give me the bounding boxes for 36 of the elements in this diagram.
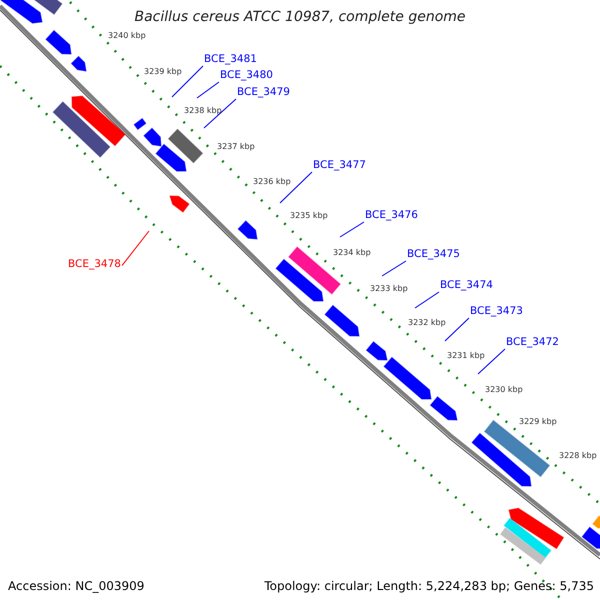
gene-label: BCE_3475 (407, 249, 460, 260)
scale-label: 3239 kbp (144, 68, 182, 76)
scale-label: 3236 kbp (253, 178, 291, 186)
leader-line (122, 230, 150, 266)
scale-label: 3238 kbp (184, 107, 222, 115)
leader-line (478, 348, 506, 374)
gene-label: BCE_3480 (220, 70, 273, 80)
scale-label: 3240 kbp (108, 32, 146, 40)
scale-label: 3233 kbp (370, 285, 408, 293)
gene-label: BCE_3473 (470, 306, 523, 316)
scale-label: 3228 kbp (559, 452, 597, 460)
gene-label: BCE_3476 (365, 210, 418, 220)
leader-line (444, 318, 470, 342)
scale-label: 3230 kbp (485, 386, 523, 394)
gene-label: BCE_3472 (506, 337, 559, 348)
scale-label: 3231 kbp (447, 352, 485, 360)
genome-summary-text: Topology: circular; Length: 5,224,283 bp; Genes: 5,735 (264, 580, 594, 592)
scale-label: 3232 kbp (408, 319, 446, 327)
leader-line (382, 260, 406, 276)
leader-line (414, 292, 440, 308)
leader-line (204, 98, 236, 128)
gene-label: BCE_3474 (440, 280, 493, 290)
gene-label: BCE_3481 (204, 54, 257, 64)
scale-label: 3235 kbp (290, 212, 328, 220)
leader-line (280, 172, 312, 204)
gene-label: BCE_3478 (68, 259, 121, 270)
gene-label: BCE_3479 (237, 87, 290, 98)
leader-line (340, 222, 364, 238)
scale-label: 3234 kbp (333, 249, 371, 257)
title: Bacillus cereus ATCC 10987, complete genome (134, 9, 466, 25)
scale-label: 3229 kbp (519, 418, 557, 426)
scale-label: 3237 kbp (217, 143, 255, 151)
accession-text: Accession: NC_003909 (8, 580, 144, 592)
leader-line (172, 66, 204, 98)
gene-label: BCE_3477 (313, 160, 366, 170)
leader-line (196, 82, 220, 98)
